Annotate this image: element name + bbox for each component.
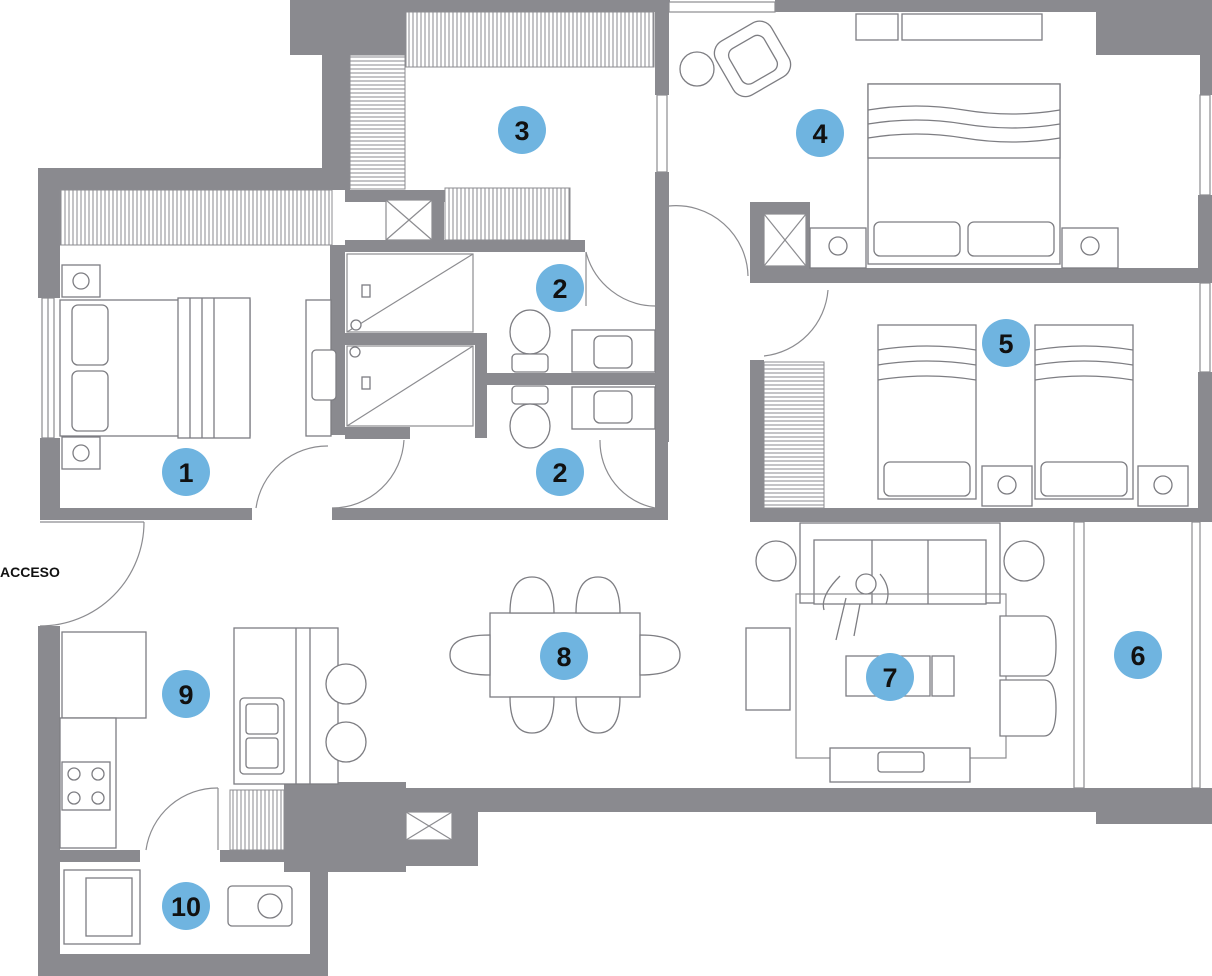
badge-circle bbox=[498, 106, 546, 154]
room-4-furniture bbox=[679, 13, 1119, 269]
room-badge-4: 4 bbox=[796, 109, 844, 157]
badge-circle bbox=[162, 670, 210, 718]
side-cabinet-icon bbox=[745, 627, 791, 711]
room-number-label: 4 bbox=[812, 119, 827, 149]
windows bbox=[41, 1, 1211, 789]
kitchen-furniture bbox=[59, 627, 367, 849]
sofa-icon bbox=[799, 522, 1001, 605]
room-badges: 1 2 2 3 4 5 6 7 8 9 10 bbox=[162, 106, 1162, 930]
bed-icon bbox=[877, 324, 977, 500]
shower-icon bbox=[346, 253, 474, 333]
room-badge-9: 9 bbox=[162, 670, 210, 718]
room-number-label: 2 bbox=[552, 458, 567, 488]
armchair-icon bbox=[999, 615, 1057, 677]
room-number-label: 3 bbox=[514, 116, 529, 146]
bed-icon bbox=[59, 297, 251, 439]
sink-icon bbox=[239, 697, 285, 775]
closets bbox=[59, 11, 825, 851]
room-number-label: 1 bbox=[178, 458, 193, 488]
room-badge-7: 7 bbox=[866, 653, 914, 701]
room-number-label: 9 bbox=[178, 680, 193, 710]
doors bbox=[39, 205, 829, 851]
sink-icon bbox=[571, 386, 656, 430]
room-badge-8: 8 bbox=[540, 632, 588, 680]
badge-circle bbox=[540, 632, 588, 680]
room-badge-2b: 2 bbox=[536, 448, 584, 496]
stool-icon bbox=[325, 663, 367, 705]
room-badge-2a: 2 bbox=[536, 264, 584, 312]
nightstand-icon bbox=[61, 264, 101, 298]
stove-icon bbox=[61, 761, 111, 811]
living-furniture bbox=[745, 522, 1057, 783]
nightstand-icon bbox=[1137, 465, 1189, 507]
room-badge-6: 6 bbox=[1114, 631, 1162, 679]
dining-furniture bbox=[449, 576, 681, 734]
toilet-icon bbox=[509, 309, 551, 373]
toilet-icon bbox=[509, 385, 551, 449]
badge-circle bbox=[1114, 631, 1162, 679]
person-icon bbox=[822, 573, 889, 641]
room-number-label: 6 bbox=[1130, 641, 1145, 671]
armchair-icon bbox=[999, 679, 1057, 737]
tv-icon bbox=[305, 299, 337, 437]
room-number-label: 5 bbox=[998, 329, 1013, 359]
nightstand-icon bbox=[1061, 227, 1119, 269]
tv-icon bbox=[901, 13, 1043, 41]
access-label: ACCESO bbox=[0, 564, 60, 580]
badge-circle bbox=[536, 264, 584, 312]
room-number-label: 7 bbox=[882, 663, 897, 693]
room-1-furniture bbox=[59, 264, 337, 470]
sink-icon bbox=[227, 885, 293, 927]
badge-circle bbox=[162, 882, 210, 930]
laundry-furniture bbox=[63, 869, 293, 945]
tv-icon bbox=[829, 747, 971, 783]
stool-icon bbox=[325, 721, 367, 763]
walls bbox=[38, 0, 1212, 976]
room-number-label: 10 bbox=[171, 892, 201, 922]
washer-icon bbox=[63, 869, 141, 945]
room-badge-5: 5 bbox=[982, 319, 1030, 367]
room-5-furniture bbox=[877, 324, 1189, 507]
bed-icon bbox=[867, 83, 1061, 265]
bed-icon bbox=[1034, 324, 1134, 500]
badge-circle bbox=[982, 319, 1030, 367]
badge-circle bbox=[866, 653, 914, 701]
shower-icon bbox=[346, 345, 474, 427]
badge-circle bbox=[536, 448, 584, 496]
room-number-label: 2 bbox=[552, 274, 567, 304]
nightstand-icon bbox=[809, 227, 867, 269]
nightstand-icon bbox=[981, 465, 1033, 507]
bathroom-fixtures bbox=[346, 253, 656, 449]
badge-circle bbox=[796, 109, 844, 157]
nightstand-icon bbox=[61, 436, 101, 470]
room-badge-10: 10 bbox=[162, 882, 210, 930]
sink-icon bbox=[571, 329, 656, 373]
badge-circle bbox=[162, 448, 210, 496]
armchair-icon bbox=[713, 20, 792, 98]
room-number-label: 8 bbox=[556, 642, 571, 672]
room-badge-3: 3 bbox=[498, 106, 546, 154]
fridge-icon bbox=[61, 631, 147, 719]
room-badge-1: 1 bbox=[162, 448, 210, 496]
